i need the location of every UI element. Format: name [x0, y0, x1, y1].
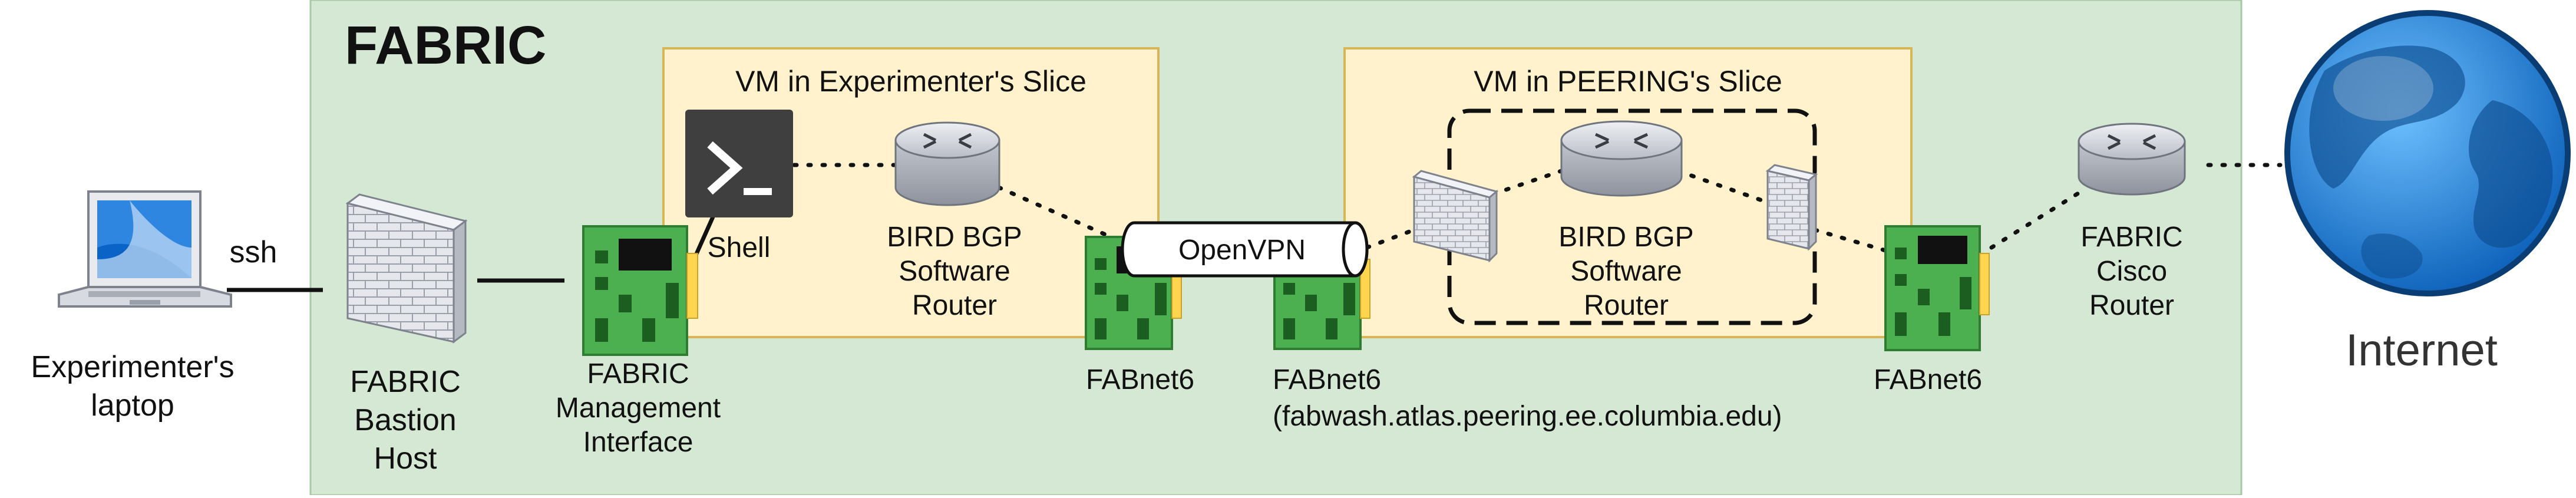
- fabnet-right-label: FABnet6: [1874, 364, 1982, 395]
- laptop-label-line2: laptop: [91, 388, 174, 423]
- cisco-label-line2: Cisco: [2096, 256, 2167, 287]
- fabnet-left-label: FABnet6: [1086, 364, 1194, 395]
- fabnet-cisco-link: [1989, 186, 2088, 250]
- cisco-router-icon: [2078, 123, 2186, 196]
- cisco-label-line3: Router: [2089, 290, 2174, 321]
- fabnet-mid-sublabel: (fabwash.atlas.peering.ee.columbia.edu): [1273, 401, 1782, 432]
- fabric-title: FABRIC: [345, 15, 546, 75]
- internet-label: Internet: [2346, 325, 2498, 375]
- shell-terminal-icon: [685, 110, 793, 217]
- mgmt-nic-icon: [582, 225, 698, 356]
- experimenter-slice-title: VM in Experimenter's Slice: [735, 65, 1086, 98]
- bastion-label-line1: FABRIC: [350, 365, 461, 399]
- bastion-firewall-icon: [345, 193, 468, 344]
- bird2-label-line2: Software: [1570, 256, 1682, 287]
- bird-router-2-icon: [1560, 120, 1683, 197]
- peering-firewall-right-icon: [1765, 164, 1818, 251]
- cisco-label-line1: FABRIC: [2080, 222, 2182, 253]
- fw-fabnet-right-link: [1812, 227, 1888, 253]
- peering-slice-title: VM in PEERING's Slice: [1474, 65, 1782, 98]
- laptop-icon: [58, 190, 232, 308]
- laptop-label-line1: Experimenter's: [31, 350, 234, 384]
- peering-firewall-left-icon: [1412, 170, 1499, 263]
- bird2-label-line1: BIRD BGP: [1558, 222, 1693, 253]
- mgmt-label-line2: Management: [556, 393, 721, 424]
- fabnet-mid-label: FABnet6: [1273, 364, 1381, 395]
- bastion-label-line2: Bastion: [354, 403, 456, 437]
- shell-label: Shell: [708, 232, 771, 263]
- bird1-label-line1: BIRD BGP: [887, 222, 1022, 253]
- openvpn-label: OpenVPN: [1178, 235, 1306, 266]
- bird1-label-line2: Software: [899, 256, 1010, 287]
- internet-globe-icon: [2284, 10, 2571, 296]
- ssh-label: ssh: [230, 235, 278, 269]
- bird1-label-line3: Router: [912, 290, 997, 321]
- openvpn-tunnel-icon: [1121, 221, 1369, 278]
- mgmt-label-line3: Interface: [583, 427, 693, 458]
- bird2-label-line3: Router: [1584, 290, 1669, 321]
- fw-fabnet-link: [1365, 227, 1416, 250]
- bastion-label-line3: Host: [374, 441, 437, 476]
- fabnet-right-nic-icon: [1884, 225, 1990, 351]
- bird-router-1-icon: [894, 121, 1000, 206]
- mgmt-label-line1: FABRIC: [587, 358, 689, 390]
